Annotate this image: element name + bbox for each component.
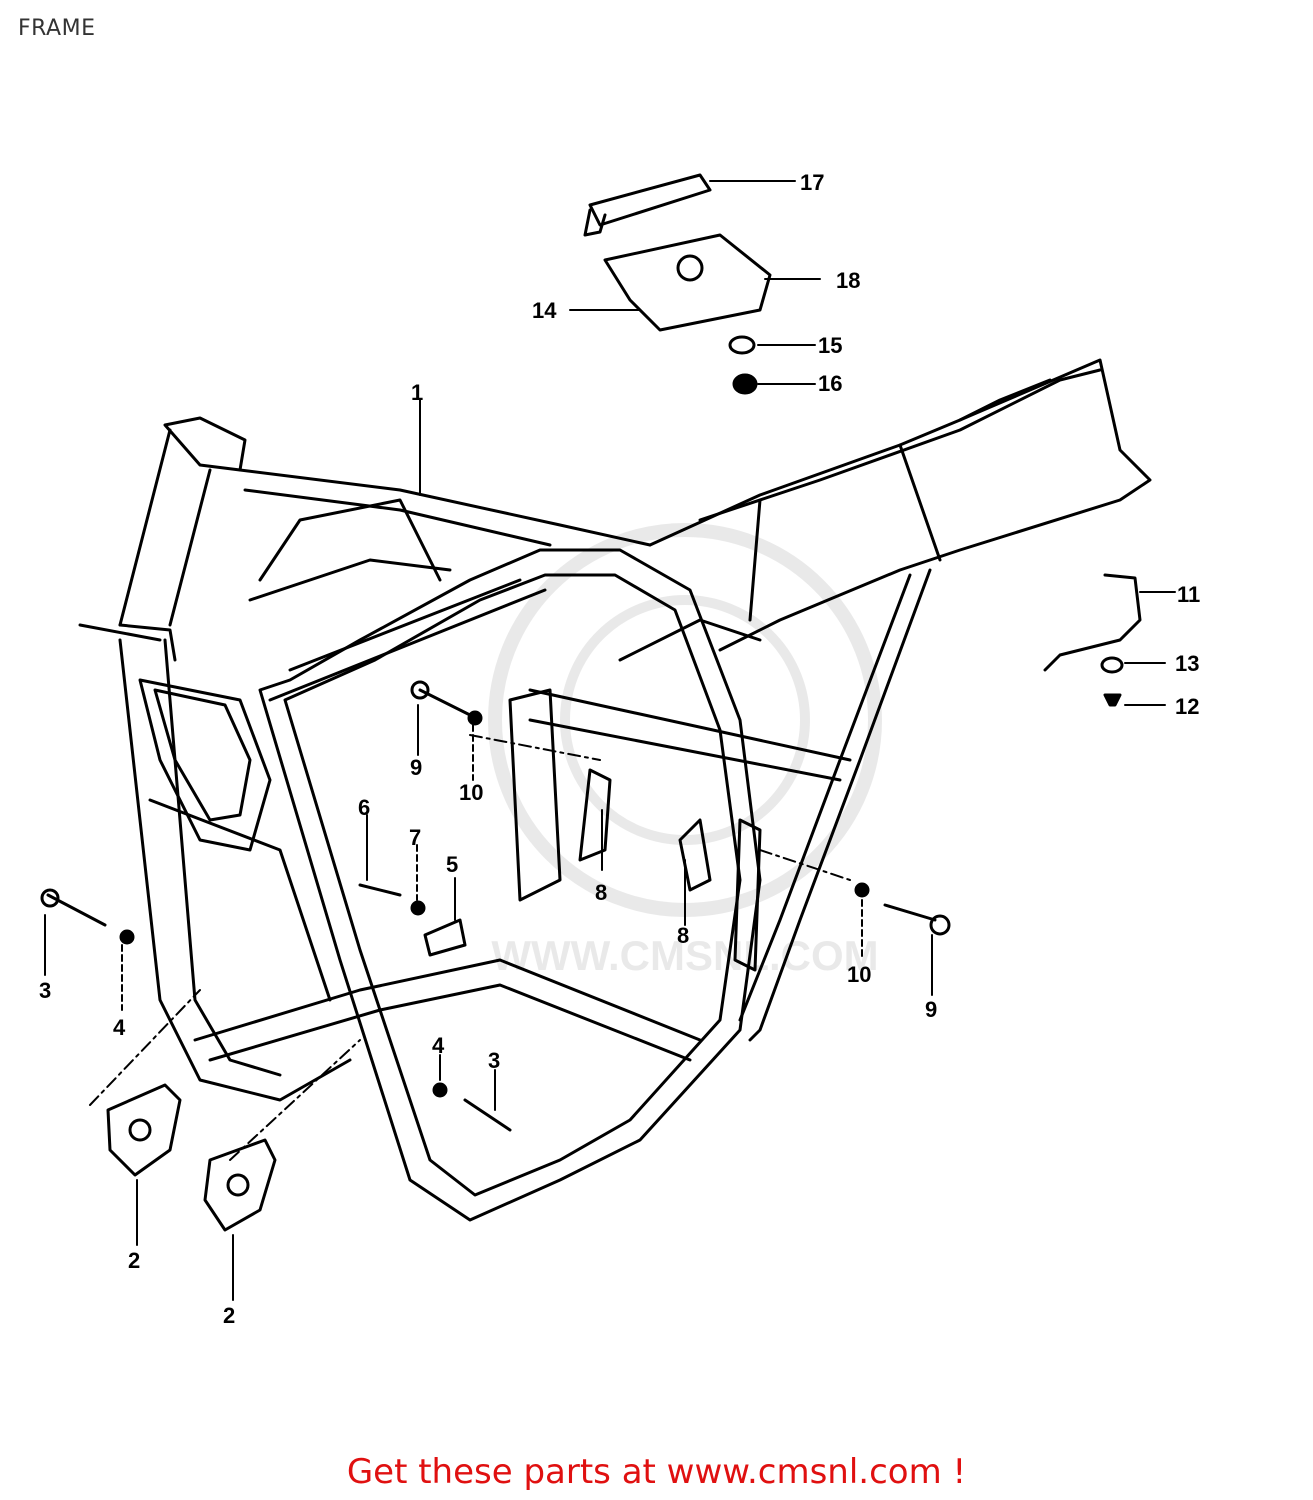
callout-9: 9 (925, 997, 938, 1022)
frame-body (78, 358, 1152, 1222)
callout-13: 13 (1175, 651, 1200, 676)
callout-17: 17 (800, 170, 825, 195)
cmsnl-promo-link[interactable]: Get these parts at www.cmsnl.com ! (346, 1452, 967, 1492)
callout-10: 10 (459, 780, 484, 805)
callout-9: 9 (410, 755, 423, 780)
callout-6: 6 (358, 795, 371, 820)
callout-8: 8 (677, 923, 690, 948)
callout-12: 12 (1175, 694, 1200, 719)
callout-3: 3 (39, 978, 52, 1003)
callout-15: 15 (818, 333, 843, 358)
callout-1: 1 (411, 380, 424, 405)
callout-2: 2 (223, 1303, 236, 1328)
callout-4: 4 (113, 1015, 126, 1040)
callout-11: 11 (1177, 582, 1201, 607)
leader-lines (44, 180, 1176, 1301)
callout-14: 14 (532, 298, 557, 323)
callout-3: 3 (488, 1048, 501, 1073)
callout-4: 4 (432, 1033, 445, 1058)
callout-18: 18 (836, 268, 861, 293)
small-parts (40, 173, 1142, 1232)
page-title: FRAME (18, 16, 96, 41)
callout-8: 8 (595, 880, 608, 905)
callout-10: 10 (847, 962, 872, 987)
callout-16: 16 (818, 371, 843, 396)
callout-5: 5 (446, 852, 459, 877)
callout-7: 7 (409, 825, 422, 850)
callout-2: 2 (128, 1248, 141, 1273)
